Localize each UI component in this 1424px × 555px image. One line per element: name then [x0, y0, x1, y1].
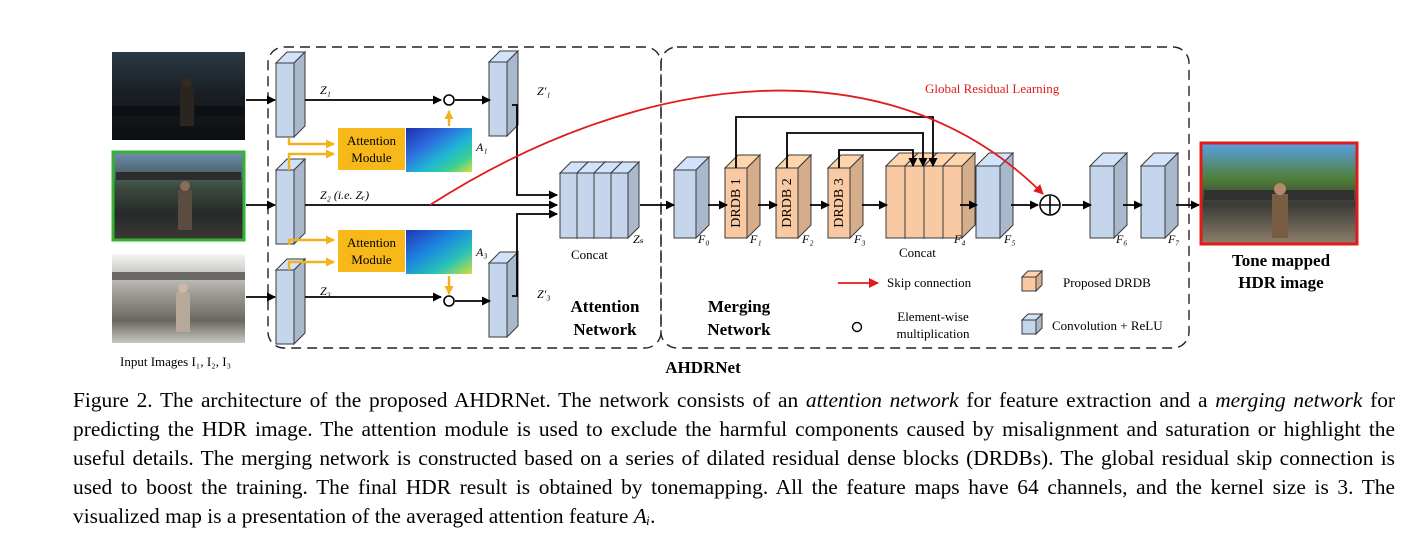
concat-label-merging: Concat — [899, 245, 936, 260]
concat-block-zs-4 — [609, 160, 641, 240]
svg-text:Module: Module — [351, 252, 392, 267]
concat-label-attention: Concat — [571, 247, 608, 262]
input-image-3 — [112, 254, 245, 343]
merging-network-region — [660, 46, 1190, 349]
conv-block-input-2 — [274, 157, 307, 246]
label-z3: Z₃ — [320, 284, 331, 298]
drdb-label-2: DRDB 2 — [780, 178, 795, 227]
label-z1: Z₁ — [320, 83, 331, 97]
caption-emphasis-merging-network: merging network — [1215, 388, 1363, 412]
attention-module-2: Attention Module — [338, 230, 405, 272]
drdb-block-1 — [723, 153, 762, 240]
global-residual-label: Global Residual Learning — [925, 81, 1060, 96]
output-image — [1199, 141, 1359, 246]
drdb-block-2 — [774, 153, 813, 240]
figure-caption: Figure 2. The architecture of the propos… — [73, 386, 1395, 531]
drdb-label-3: DRDB 3 — [832, 178, 847, 227]
label-z3-prime: Z′₃ — [537, 287, 550, 301]
label-f5: F₅ — [1003, 232, 1016, 246]
svg-text:Attention: Attention — [347, 235, 397, 250]
legend-drdb: Proposed DRDB — [1063, 275, 1151, 290]
legend: Skip connection Element-wise multiplicat… — [838, 269, 1163, 341]
attention-map-1 — [406, 128, 472, 172]
label-f2: F₂ — [801, 232, 814, 246]
merging-network-title-2: Network — [707, 320, 771, 339]
caption-text-3: for predicting the HDR image. The attent… — [73, 388, 1396, 528]
conv-block-f0 — [672, 155, 711, 240]
input-image-1 — [112, 52, 245, 140]
label-f3: F₃ — [853, 232, 866, 246]
attention-arrows — [287, 110, 454, 295]
conv-block-z3-prime — [487, 250, 520, 339]
label-a1: A₁ — [475, 140, 488, 154]
legend-elem-1: Element-wise — [897, 309, 969, 324]
input-image-2-reference — [111, 150, 246, 242]
svg-text:Attention: Attention — [347, 133, 397, 148]
label-f7: F₇ — [1167, 232, 1180, 246]
caption-text-2: for feature extraction and a — [958, 388, 1216, 412]
attention-network-title-2: Network — [573, 320, 637, 339]
architecture-diagram: Input Images I₁, I₂, I₃ DRDB 1 DRDB 2 DRDB… — [111, 46, 1359, 377]
label-z2: Z₂ (i.e. Zᵣ) — [320, 188, 369, 202]
ahdrnet-title: AHDRNet — [665, 358, 741, 377]
merging-network-title-1: Merging — [708, 297, 771, 316]
output-title-2: HDR image — [1238, 273, 1324, 292]
conv-block-f5 — [974, 151, 1015, 240]
conv-block-input-3 — [274, 257, 307, 346]
caption-emphasis-attention-network: attention network — [805, 388, 959, 412]
attention-module-1: Attention Module — [338, 128, 405, 170]
output-title-1: Tone mapped — [1232, 251, 1331, 270]
svg-text:Module: Module — [351, 150, 392, 165]
conv-block-z1-prime — [487, 49, 520, 138]
attention-map-3 — [406, 230, 472, 274]
label-f4: F₄ — [953, 232, 966, 246]
caption-text-4: . — [650, 504, 656, 528]
attention-network-region — [267, 46, 662, 349]
legend-conv: Convolution + ReLU — [1052, 318, 1163, 333]
conv-block-input-1 — [274, 50, 307, 139]
label-f6: F₆ — [1115, 232, 1128, 246]
legend-conv-cube — [1020, 312, 1044, 336]
conv-block-f6 — [1088, 151, 1129, 240]
caption-math-ai: Aᵢ — [633, 504, 651, 528]
flow-lines — [305, 95, 1200, 306]
multiply-node-1 — [443, 94, 455, 106]
label-a3: A₃ — [475, 245, 488, 259]
legend-drdb-cube — [1020, 269, 1044, 293]
legend-elem-2: multiplication — [897, 326, 970, 341]
label-zs: Zₛ — [633, 232, 644, 246]
attention-network-title-1: Attention — [571, 297, 640, 316]
element-wise-sum-node — [1039, 194, 1061, 216]
input-images-label: Input Images I₁, I₂, I₃ — [120, 354, 231, 369]
global-residual-arrow — [429, 89, 1044, 206]
legend-skip: Skip connection — [887, 275, 972, 290]
label-z1-prime: Z′₁ — [537, 84, 550, 98]
multiply-node-3 — [443, 295, 455, 307]
label-f0: F₀ — [697, 232, 710, 246]
concat-block-f4-4 — [941, 151, 977, 240]
conv-block-f7 — [1139, 151, 1180, 240]
label-f1: F₁ — [749, 232, 762, 246]
drdb-label-1: DRDB 1 — [729, 178, 744, 227]
caption-text-1: Figure 2. The architecture of the propos… — [73, 388, 806, 412]
